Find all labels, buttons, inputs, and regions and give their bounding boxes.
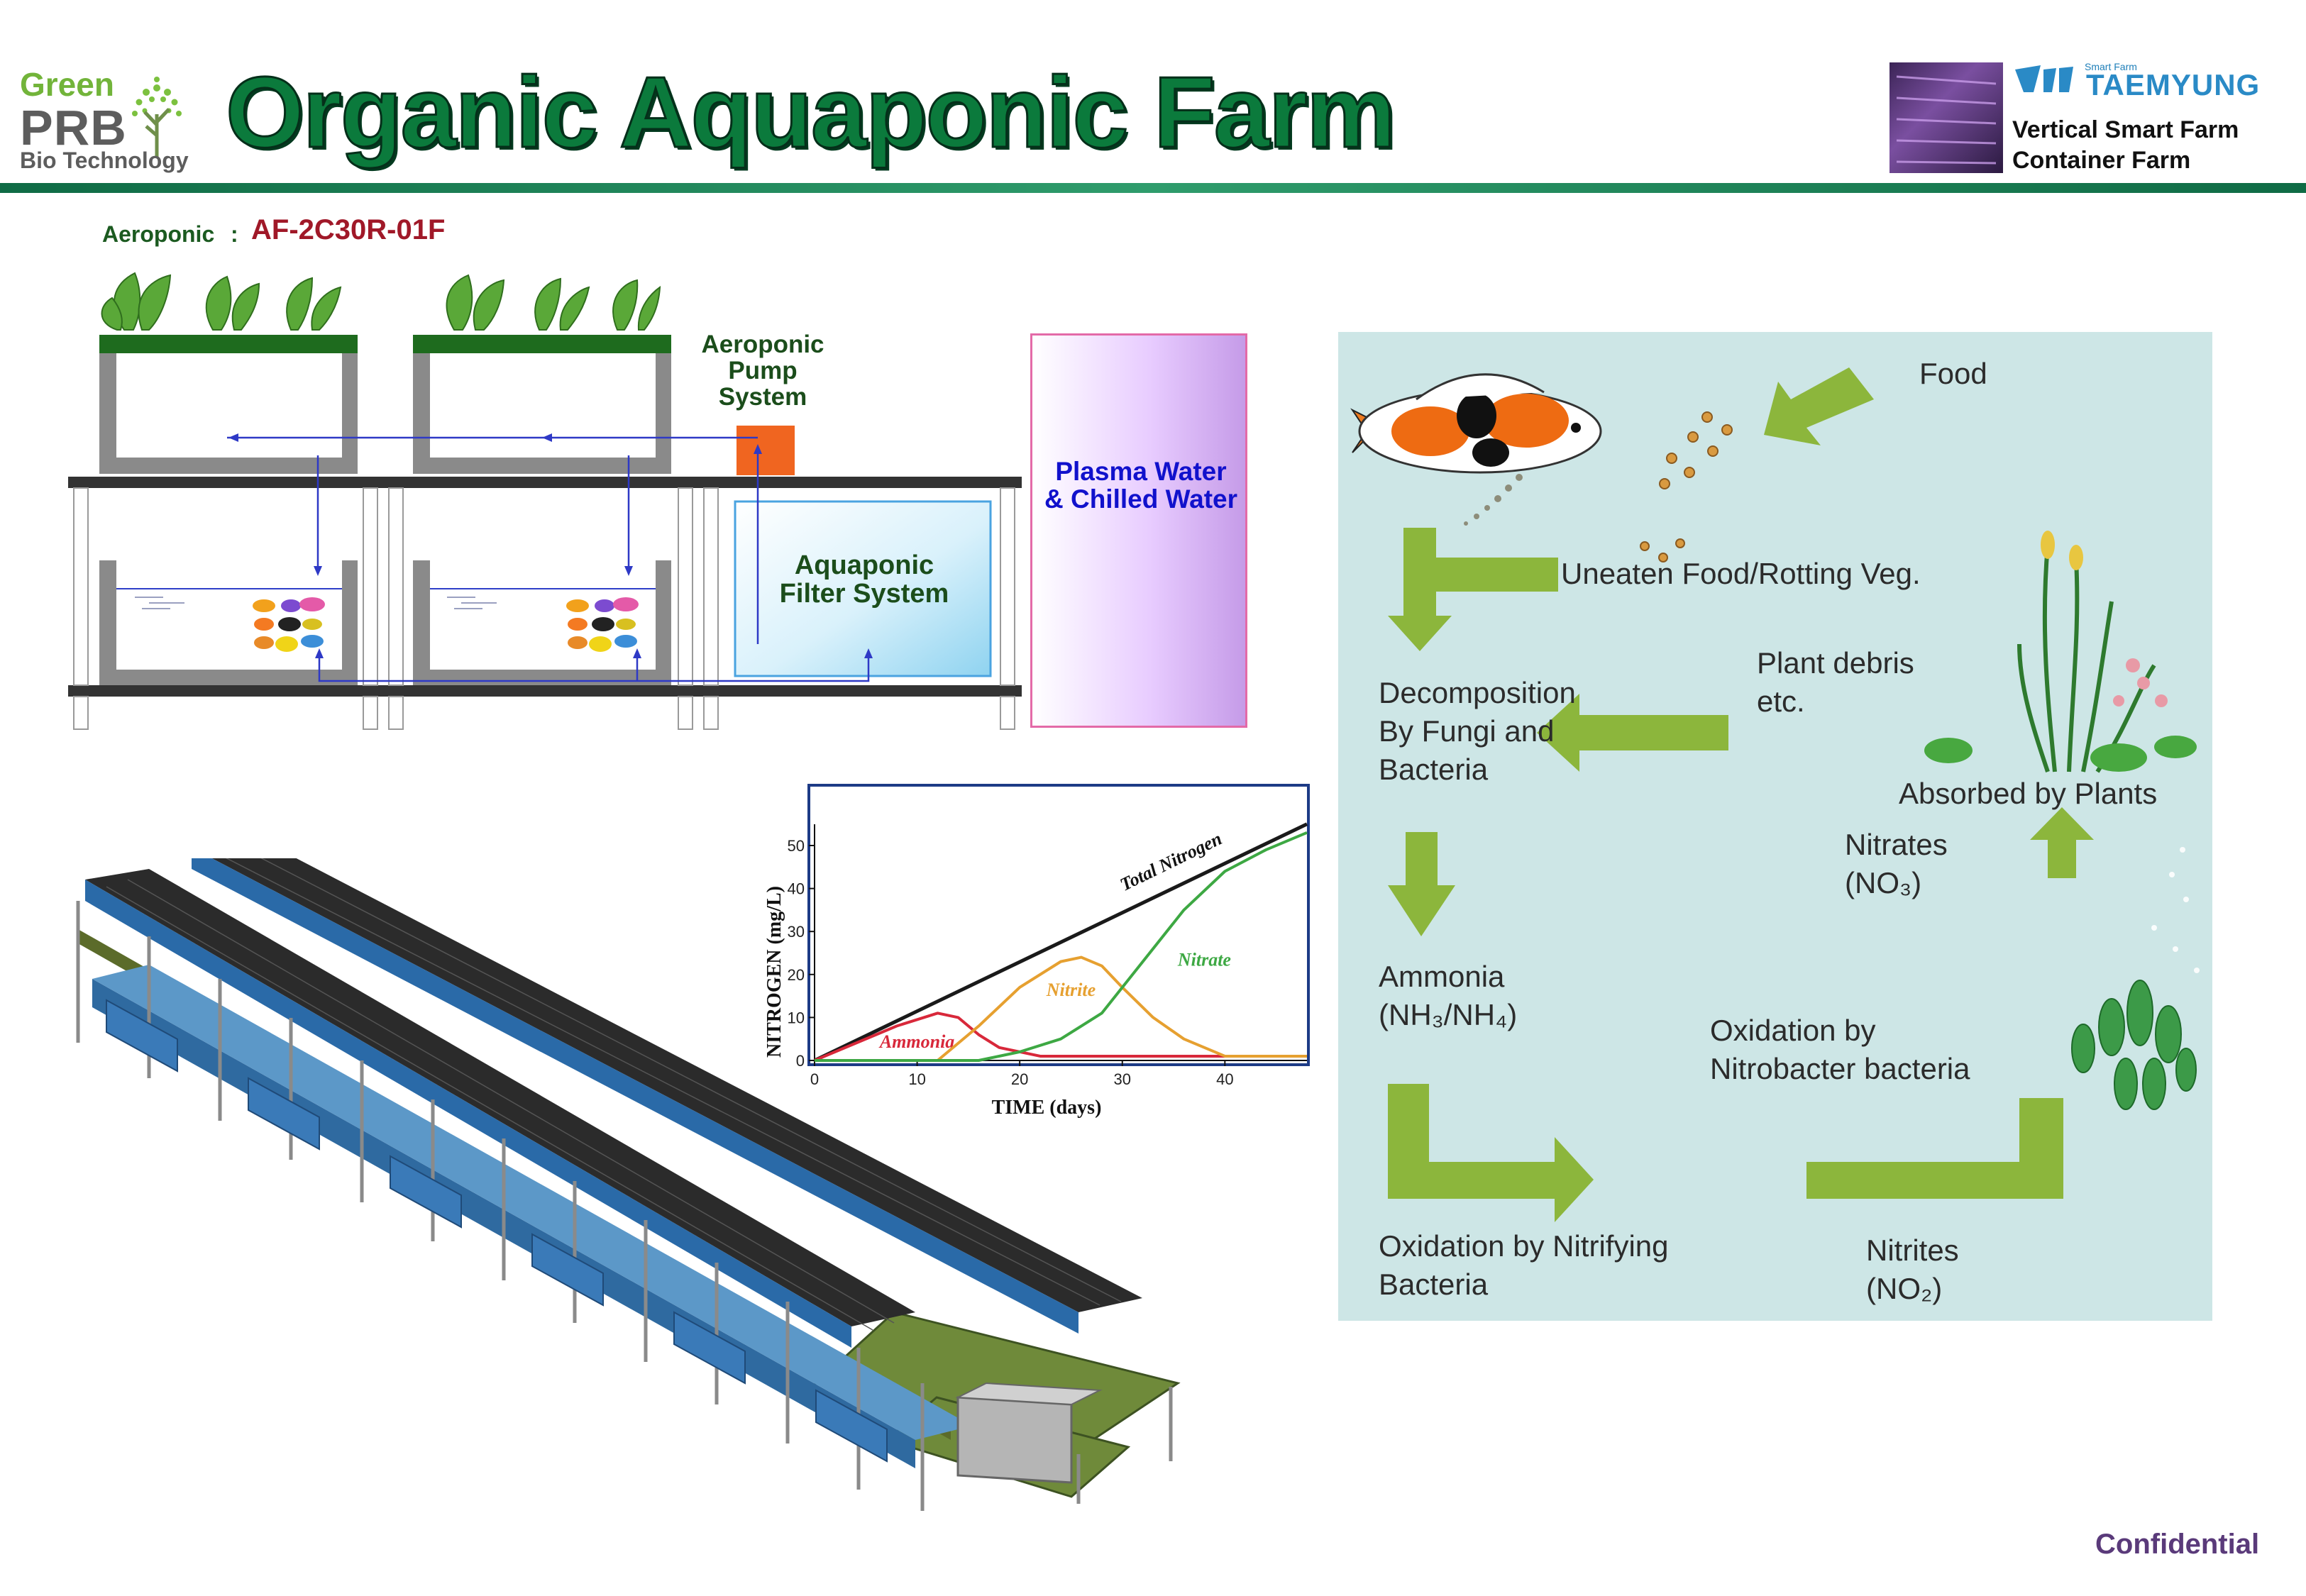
taemyung-logo-icon [2015,65,2073,92]
label-absorbed-by-plants: Absorbed by Plants [1899,777,2158,810]
plasma-water-tank [1030,333,1247,728]
series-line-ammonia [814,1012,1307,1062]
vertical-farm-photo [1890,62,2003,173]
plant-icon [101,272,661,331]
fish-icon [253,597,639,652]
farm-3d-render [76,858,1181,1511]
koi-fish-icon [1350,373,1602,474]
label-decomposition-2: By Fungi and [1379,714,1555,748]
chart-ylabel: NITROGEN (mg/L) [763,886,785,1058]
y-tick-label: 40 [788,880,805,898]
bubbles-icon [2151,847,2200,973]
label-uneaten-food: Uneaten Food/Rotting Veg. [1561,557,1921,590]
x-tick-label: 10 [908,1070,925,1088]
label-ammonia-1: Ammonia [1379,960,1505,993]
y-tick-label: 50 [788,837,805,855]
x-tick-label: 30 [1114,1070,1131,1088]
chart-xlabel: TIME (days) [992,1097,1102,1119]
aeroponic-model-number: AF-2C30R-01F [251,214,446,245]
series-label-nitrite: Nitrite [1046,980,1096,1000]
food-pellets-icon [1640,411,1733,563]
brand-name: TAEMYUNG [2086,68,2261,101]
series-label-ammonia: Ammonia [878,1031,954,1052]
series-line-total-nitrogen [813,822,1308,1063]
nitrogen-chart-frame [807,784,1310,1066]
brand-subtitle-line2: Container Farm [2012,147,2191,174]
brand-subtitle-line1: Vertical Smart Farm [2012,116,2239,143]
label-oxidation-nitrifying-2: Bacteria [1379,1268,1489,1301]
y-tick-label: 10 [788,1009,805,1026]
page-title: Organic Aquaponic Farm [224,56,1396,169]
confidential-label: Confidential [2095,1529,2260,1560]
logo-green-text: Green [20,66,114,103]
label-decomposition-3: Bacteria [1379,753,1489,786]
header-divider [0,183,2306,193]
aeroponic-colon: : [231,221,238,247]
aeroponic-label: Aeroponic [102,221,215,247]
plasma-water-label: Plasma Water & Chilled Water [1044,457,1238,514]
x-tick-label: 20 [1011,1070,1028,1088]
tree-logo-icon [132,77,182,157]
cycle-arrows [1388,367,2094,1222]
label-food: Food [1919,357,1987,390]
label-plant-debris-2: etc. [1757,685,1805,718]
filter-system-label: Aquaponic Filter System [779,550,949,609]
series-line-nitrate [815,831,1308,1062]
y-tick-label: 30 [788,923,805,941]
waste-bubbles-icon [1464,474,1523,526]
pump-system-label: Aeroponic Pump System [701,331,824,411]
y-tick-label: 20 [788,966,805,984]
series-line-nitrite [815,955,1307,1062]
label-oxidation-nitrifying-1: Oxidation by Nitrifying [1379,1229,1669,1263]
logo-tagline: Bio Technology [20,148,189,173]
label-plant-debris-1: Plant debris [1757,646,1914,680]
logo-prb-text: PRB [20,100,127,155]
x-tick-label: 40 [1216,1070,1233,1088]
nitrogen-cycle-diagram [1350,367,2200,1222]
brand-tagline-small: Smart Farm [2085,61,2137,72]
label-nitrates-2: (NO₃) [1845,866,1922,899]
aeroponic-system-diagram [68,272,1022,730]
label-nitrites-1: Nitrites [1866,1234,1959,1267]
x-tick-label: 0 [810,1070,819,1088]
series-label-nitrate: Nitrate [1177,950,1231,970]
label-nitrites-2: (NO₂) [1866,1272,1943,1305]
label-oxidation-nitrobacter-1: Oxidation by [1710,1014,1876,1047]
y-tick-label: 0 [796,1052,805,1070]
label-oxidation-nitrobacter-2: Nitrobacter bacteria [1710,1052,1970,1085]
label-nitrates-1: Nitrates [1845,828,1948,861]
aquatic-plant-icon [1924,531,2197,773]
label-decomposition-1: Decomposition [1379,676,1576,709]
seaweed-icon [2071,980,2197,1110]
label-ammonia-2: (NH₃/NH₄) [1379,998,1518,1031]
